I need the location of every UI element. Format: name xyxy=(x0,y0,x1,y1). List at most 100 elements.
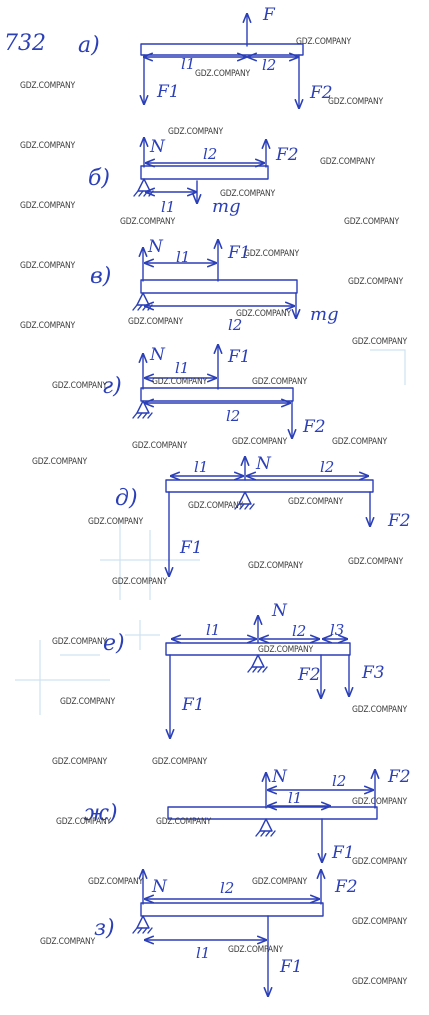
diagram-e: е) l1 N l2 l3 F2 F3 F1 xyxy=(103,601,385,738)
watermark-text: GDZ.COMPANY xyxy=(88,517,143,527)
lever-beam xyxy=(140,165,269,180)
diagram-d: д) l1 N l2 F2 F1 xyxy=(115,454,411,576)
watermark-text: GDZ.COMPANY xyxy=(52,637,107,647)
watermark-text: GDZ.COMPANY xyxy=(228,945,283,955)
label-f2: F2 xyxy=(334,877,358,897)
label-f: F xyxy=(262,5,276,25)
diagram-v: в) N l1 F1 l2 mg xyxy=(90,237,339,334)
watermark-text: GDZ.COMPANY xyxy=(244,249,299,259)
watermark-text: GDZ.COMPANY xyxy=(352,917,407,927)
diagram-g-letter: г) xyxy=(102,374,122,399)
label-l1: l1 xyxy=(194,458,208,476)
watermark-text: GDZ.COMPANY xyxy=(112,577,167,587)
label-n: N xyxy=(149,137,166,157)
diagram-b: б) N l2 F2 l1 mg xyxy=(88,137,299,217)
pivot-support xyxy=(251,654,265,668)
watermarks: GDZ.COMPANY GDZ.COMPANY GDZ.COMPANY GDZ.… xyxy=(20,37,408,987)
watermark-text: GDZ.COMPANY xyxy=(20,81,75,91)
label-f1: F1 xyxy=(179,538,203,558)
pivot-support xyxy=(137,178,151,192)
label-f2: F2 xyxy=(309,83,333,103)
label-n: N xyxy=(147,237,164,257)
watermark-text: GDZ.COMPANY xyxy=(20,201,75,211)
label-l1: l1 xyxy=(175,359,189,377)
watermark-text: GDZ.COMPANY xyxy=(32,457,87,467)
label-n: N xyxy=(151,877,168,897)
watermark-text: GDZ.COMPANY xyxy=(195,69,250,79)
lever-beam xyxy=(140,279,298,294)
label-l1: l1 xyxy=(196,944,210,962)
watermark-text: GDZ.COMPANY xyxy=(220,189,275,199)
pivot-support xyxy=(238,491,252,505)
ground-hatch xyxy=(255,830,276,837)
ground-hatch xyxy=(247,666,268,673)
diagram-zh: ж) N l2 F2 l1 F1 xyxy=(84,767,411,863)
label-f1: F1 xyxy=(227,243,251,263)
watermark-text: GDZ.COMPANY xyxy=(258,645,313,655)
label-f1: F1 xyxy=(156,82,180,102)
label-f2: F2 xyxy=(302,417,326,437)
label-f2: F2 xyxy=(387,511,411,531)
label-mg: mg xyxy=(212,196,241,217)
lever-beam xyxy=(165,479,374,493)
label-l1: l1 xyxy=(288,789,302,807)
diagram-z-letter: з) xyxy=(94,916,115,941)
diagram-zh-letter: ж) xyxy=(84,801,118,826)
watermark-text: GDZ.COMPANY xyxy=(88,877,143,887)
label-f2: F2 xyxy=(387,767,411,787)
watermark-text: GDZ.COMPANY xyxy=(348,557,403,567)
pivot-support xyxy=(136,915,150,929)
watermark-text: GDZ.COMPANY xyxy=(120,217,175,227)
diagram-b-letter: б) xyxy=(88,166,110,191)
watermark-text: GDZ.COMPANY xyxy=(188,501,243,511)
watermark-text: GDZ.COMPANY xyxy=(352,857,407,867)
watermark-text: GDZ.COMPANY xyxy=(20,141,75,151)
label-l1: l1 xyxy=(181,55,195,73)
diagram-z: з) N l2 F2 l1 F1 xyxy=(94,870,358,996)
label-n: N xyxy=(271,601,288,621)
watermark-text: GDZ.COMPANY xyxy=(52,381,107,391)
watermark-text: GDZ.COMPANY xyxy=(288,497,343,507)
watermark-text: GDZ.COMPANY xyxy=(248,561,303,571)
watermark-text: GDZ.COMPANY xyxy=(344,217,399,227)
diagram-e-letter: е) xyxy=(103,631,125,656)
watermark-text: GDZ.COMPANY xyxy=(296,37,351,47)
label-l2: l2 xyxy=(292,622,306,640)
label-f1: F1 xyxy=(181,695,205,715)
ground-hatch xyxy=(234,503,255,510)
diagram-g: г) N l1 F1 l2 F2 xyxy=(102,345,326,438)
watermark-text: GDZ.COMPANY xyxy=(320,157,375,167)
diagram-v-letter: в) xyxy=(90,264,111,289)
watermark-text: GDZ.COMPANY xyxy=(252,377,307,387)
label-l3: l3 xyxy=(330,621,344,639)
ground-hatch xyxy=(132,927,153,934)
watermark-text: GDZ.COMPANY xyxy=(352,797,407,807)
label-l2: l2 xyxy=(228,316,242,334)
watermark-text: GDZ.COMPANY xyxy=(20,261,75,271)
watermark-text: GDZ.COMPANY xyxy=(352,977,407,987)
label-l1: l1 xyxy=(161,198,175,216)
label-l2: l2 xyxy=(226,407,240,425)
watermark-text: GDZ.COMPANY xyxy=(252,877,307,887)
label-l1: l1 xyxy=(176,248,190,266)
label-mg: mg xyxy=(310,304,339,325)
label-l1: l1 xyxy=(206,621,220,639)
label-n: N xyxy=(271,767,288,787)
label-l2: l2 xyxy=(220,879,234,897)
label-l2: l2 xyxy=(332,772,346,790)
watermark-text: GDZ.COMPANY xyxy=(332,437,387,447)
watermark-text: GDZ.COMPANY xyxy=(352,705,407,715)
diagram-a-letter: а) xyxy=(78,33,100,58)
label-n: N xyxy=(149,345,166,365)
watermark-text: GDZ.COMPANY xyxy=(56,817,111,827)
watermark-text: GDZ.COMPANY xyxy=(52,757,107,767)
lever-beam xyxy=(140,43,304,56)
pivot-support xyxy=(136,292,150,306)
watermark-text: GDZ.COMPANY xyxy=(128,317,183,327)
label-l2: l2 xyxy=(262,56,276,74)
watermark-text: GDZ.COMPANY xyxy=(60,697,115,707)
pivot-support xyxy=(259,818,273,832)
label-f1: F1 xyxy=(227,347,251,367)
label-f3: F3 xyxy=(361,663,385,683)
